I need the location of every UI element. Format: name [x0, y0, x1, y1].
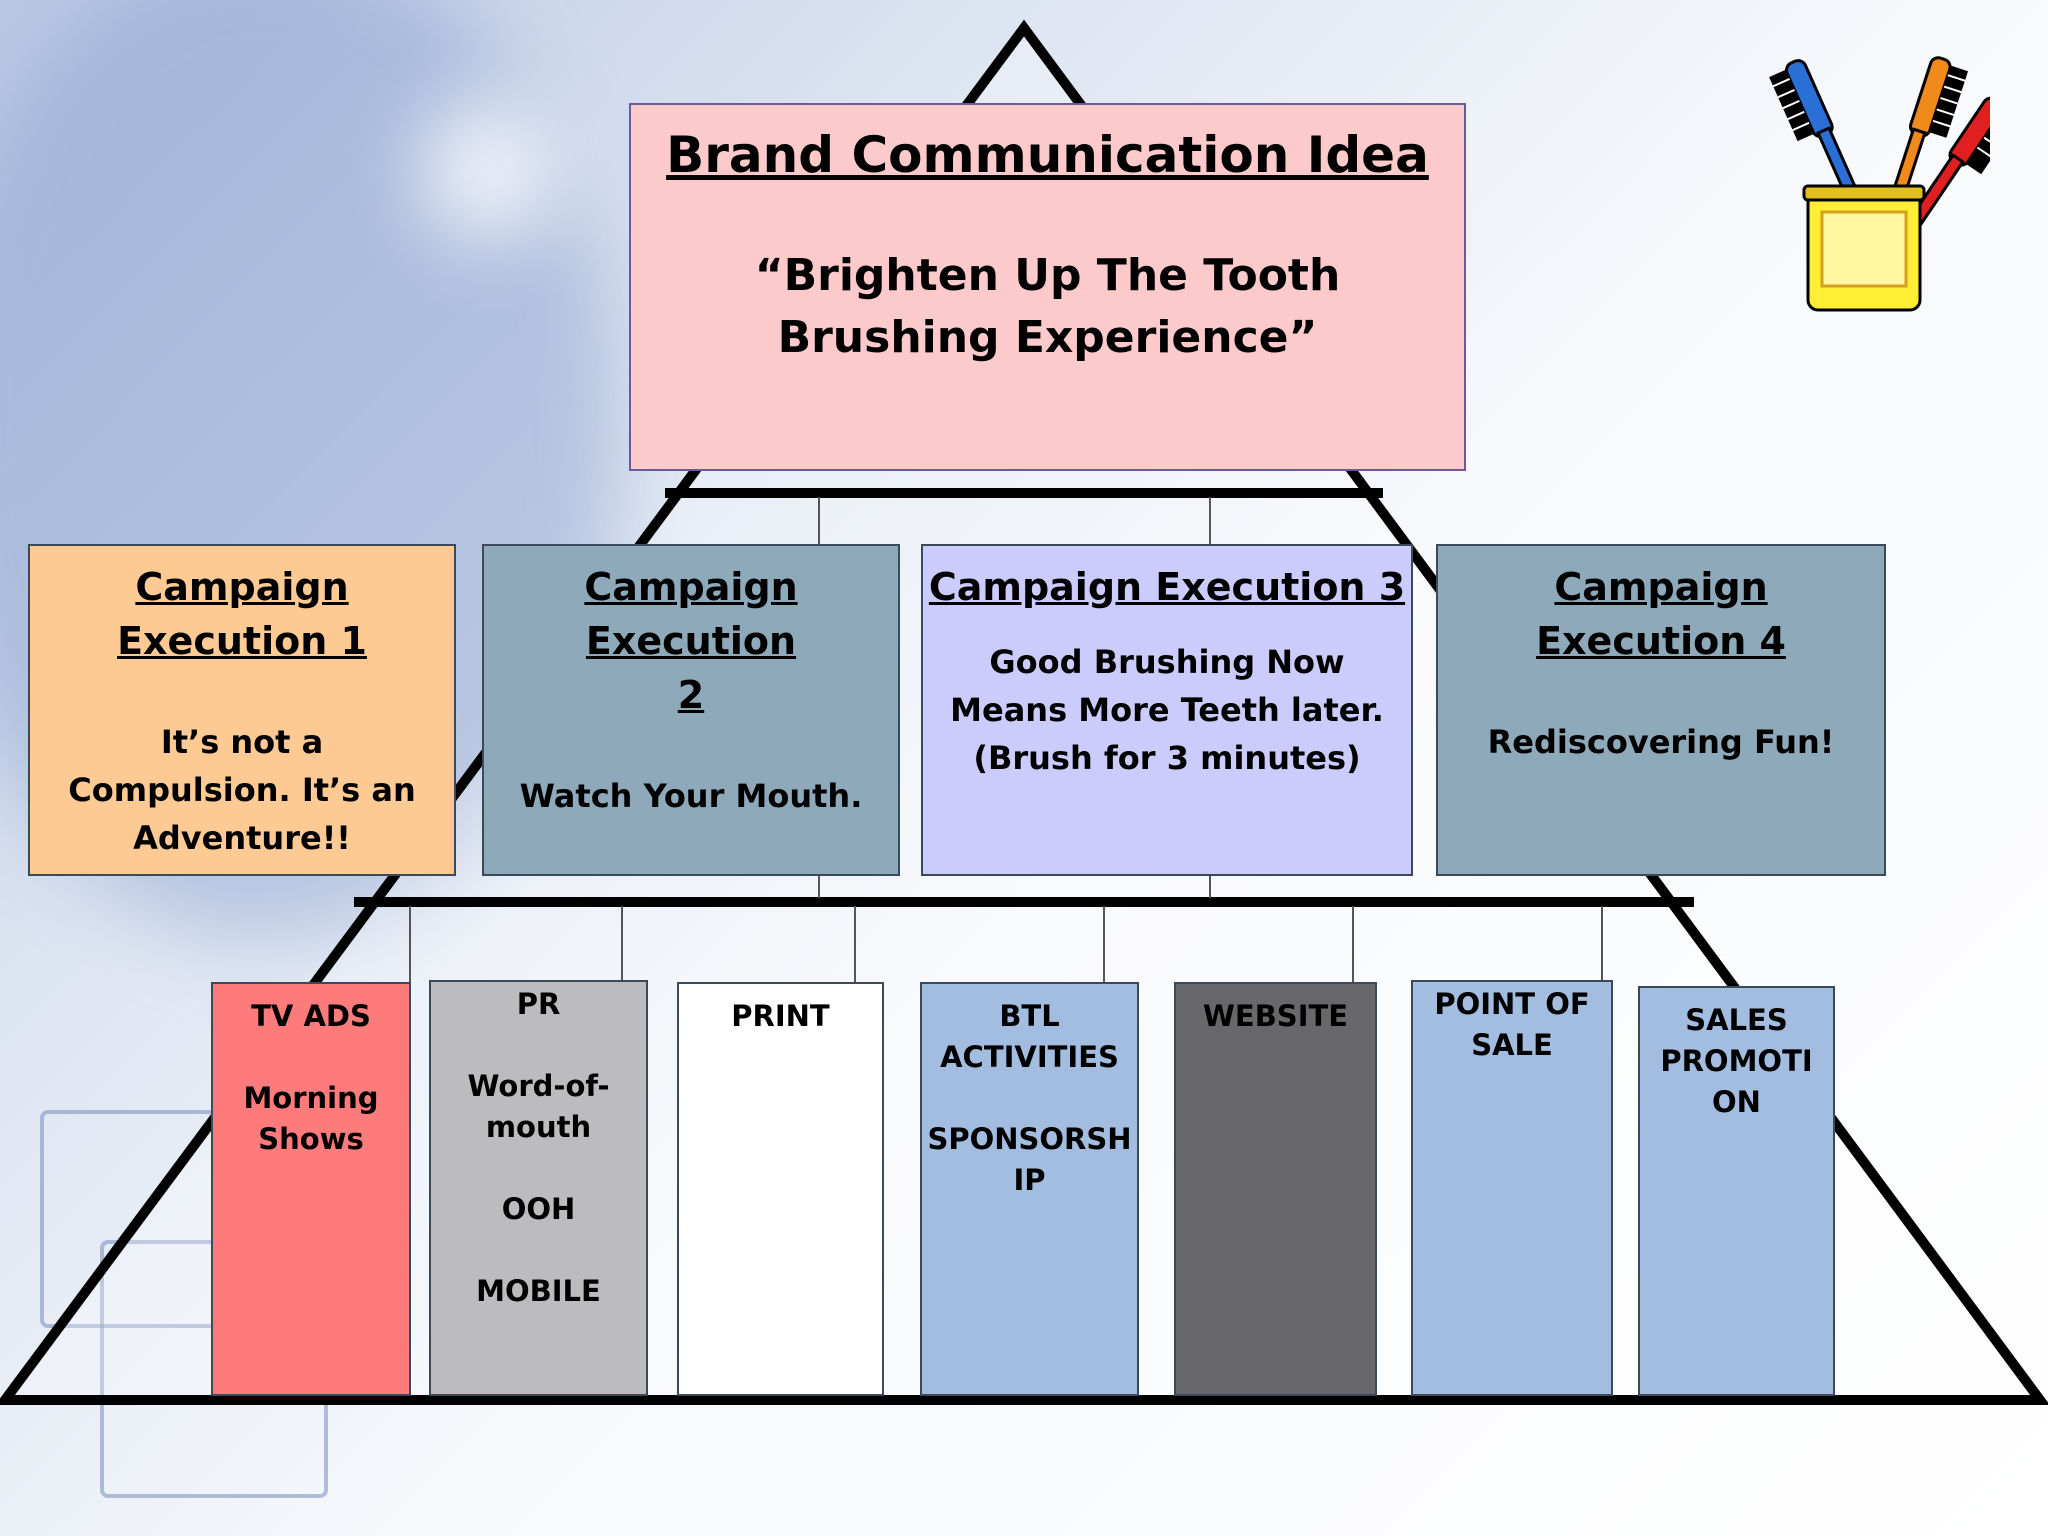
toothbrush-cup-icon	[1769, 56, 1990, 312]
campaign-execution-2-box: Campaign Execution 2 Watch Your Mouth.	[482, 544, 900, 876]
channel-text: TV ADS Morning Shows	[243, 999, 379, 1156]
channel-tv-ads-box: TV ADS Morning Shows	[211, 982, 411, 1396]
brand-idea-tagline: “Brighten Up The Tooth Brushing Experien…	[754, 250, 1341, 363]
channel-pr-box: PR Word-of- mouth OOH MOBILE	[429, 980, 648, 1396]
campaign-title: Campaign Execution 4	[1536, 565, 1786, 663]
brand-communication-idea-box: Brand Communication Idea “Brighten Up Th…	[629, 103, 1466, 471]
campaign-text: It’s not a Compulsion. It’s an Adventure…	[68, 723, 416, 857]
campaign-text: Watch Your Mouth.	[519, 777, 863, 815]
channel-point-of-sale-box: POINT OF SALE	[1411, 980, 1613, 1396]
campaign-execution-4-box: Campaign Execution 4 Rediscovering Fun!	[1436, 544, 1886, 876]
background-glow	[420, 100, 560, 240]
campaign-text: Good Brushing Now Means More Teeth later…	[950, 643, 1384, 777]
channel-text: PR Word-of- mouth OOH MOBILE	[467, 987, 610, 1308]
channel-sales-promotion-box: SALES PROMOTI ON	[1638, 986, 1835, 1396]
brand-idea-title: Brand Communication Idea	[666, 126, 1429, 184]
channel-text: BTL ACTIVITIES SPONSORSH IP	[927, 999, 1132, 1197]
campaign-execution-3-box: Campaign Execution 3 Good Brushing Now M…	[921, 544, 1413, 876]
campaign-title: Campaign Execution 2	[584, 565, 798, 717]
channel-text: POINT OF SALE	[1434, 987, 1590, 1062]
campaign-title: Campaign Execution 1	[117, 565, 367, 663]
channel-print-box: PRINT	[677, 982, 884, 1396]
campaign-text: Rediscovering Fun!	[1487, 723, 1835, 761]
channel-text: WEBSITE	[1202, 999, 1349, 1033]
channel-website-box: WEBSITE	[1174, 982, 1377, 1396]
channel-text: PRINT	[731, 999, 830, 1033]
campaign-title: Campaign Execution 3	[928, 565, 1406, 609]
campaign-execution-1-box: Campaign Execution 1 It’s not a Compulsi…	[28, 544, 456, 876]
channel-text: SALES PROMOTI ON	[1660, 1003, 1813, 1119]
channel-btl-box: BTL ACTIVITIES SPONSORSH IP	[920, 982, 1139, 1396]
